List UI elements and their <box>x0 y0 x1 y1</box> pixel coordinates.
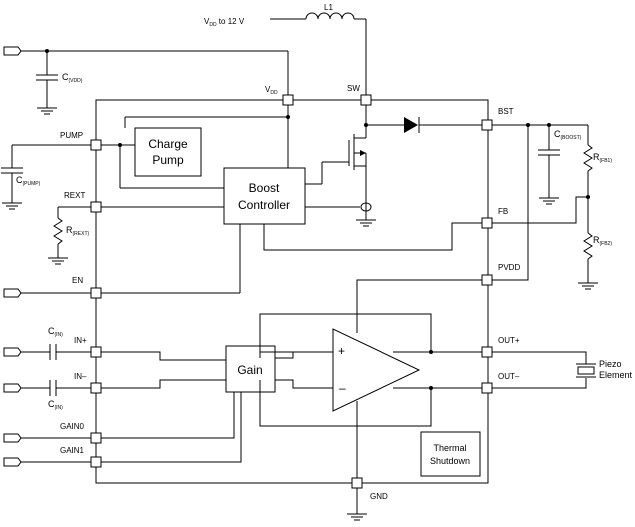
boost-controller-label-2: Controller <box>238 198 290 212</box>
pvdd-pin <box>481 274 493 286</box>
boost-controller-label-1: Boost <box>249 181 280 195</box>
rfb2-label: R(FB2) <box>593 235 612 247</box>
inductor-l1 <box>305 12 355 20</box>
supply-label: VDD to 12 V <box>204 17 245 28</box>
thermal-shutdown-label-2: Shutdown <box>430 456 470 466</box>
vdd-pin <box>282 94 294 106</box>
gain0-terminal <box>3 433 22 443</box>
vdd-pin-label: VDD <box>265 85 278 96</box>
sw-pin <box>360 94 372 106</box>
in-plus-terminal <box>3 347 22 357</box>
feedback-loop-top <box>259 313 432 353</box>
vdd-input-terminal <box>3 46 22 56</box>
gnd-pin <box>351 477 363 489</box>
piezo-label-1: Piezo <box>599 359 622 369</box>
cpump-label: C(PUMP) <box>16 175 41 187</box>
in-minus-pin <box>90 382 102 394</box>
bst-pin <box>481 119 493 131</box>
amp-minus-sign: – <box>339 381 346 395</box>
amp-plus-sign: + <box>338 344 345 358</box>
boost-controller-block <box>223 167 306 225</box>
gain-label: Gain <box>237 363 262 377</box>
pvdd-pin-label: PVDD <box>498 263 520 272</box>
en-pin-label: EN <box>72 276 83 285</box>
feedback-loop-bottom <box>259 388 432 427</box>
pump-pin-label: PUMP <box>60 131 83 140</box>
out-plus-label: OUT+ <box>498 336 520 345</box>
cin1-label: C(IN) <box>48 326 63 338</box>
out-plus-pin <box>481 346 493 358</box>
amplifier-symbol <box>332 328 421 412</box>
thermal-shutdown-label-1: Thermal <box>433 443 466 453</box>
rext-pin <box>90 201 102 213</box>
in-plus-label: IN+ <box>74 336 87 345</box>
in-plus-pin <box>90 346 102 358</box>
sw-pin-label: SW <box>347 84 360 93</box>
gain1-terminal <box>3 457 22 467</box>
charge-pump-label-2: Pump <box>152 153 184 167</box>
diode-symbol <box>404 117 418 133</box>
rext-pin-label: REXT <box>64 191 85 200</box>
pvdd-internal-wire <box>356 279 482 333</box>
rfb1-resistor <box>583 144 593 172</box>
fb-pin <box>481 217 493 229</box>
pvdd-wire <box>492 125 529 281</box>
cin2-label: C(IN) <box>48 399 63 411</box>
cvdd-label: C(VDD) <box>62 72 83 84</box>
gain-block <box>225 345 276 393</box>
fb-internal-wire <box>263 222 482 251</box>
rext-resistor <box>53 217 63 245</box>
en-pin <box>90 287 102 299</box>
bst-pin-label: BST <box>498 107 514 116</box>
out-minus-label: OUT– <box>498 372 520 381</box>
rfb1-label: R(FB1) <box>593 152 612 164</box>
charge-pump-block <box>134 127 202 177</box>
current-sense-element <box>360 202 372 212</box>
thermal-shutdown-block <box>420 431 481 477</box>
out-minus-pin <box>481 382 493 394</box>
fb-wire <box>492 196 588 224</box>
piezo-label-2: Element <box>599 370 633 380</box>
in-minus-label: IN– <box>74 372 87 381</box>
piezo-element <box>577 366 595 375</box>
pump-pin <box>90 139 102 151</box>
cboost-label: C(BOOST) <box>554 129 582 141</box>
in-minus-terminal <box>3 383 22 393</box>
gain1-label: GAIN1 <box>60 446 85 455</box>
gain0-label: GAIN0 <box>60 422 85 431</box>
gain0-pin <box>90 432 102 444</box>
rext-label: R(REXT) <box>66 225 90 237</box>
gain1-pin <box>90 456 102 468</box>
rfb2-resistor <box>583 232 593 260</box>
inductor-label: L1 <box>324 3 333 12</box>
gnd-pin-label: GND <box>370 492 388 501</box>
en-input-terminal <box>3 288 22 298</box>
charge-pump-label-1: Charge <box>148 137 188 151</box>
fb-pin-label: FB <box>498 207 508 216</box>
